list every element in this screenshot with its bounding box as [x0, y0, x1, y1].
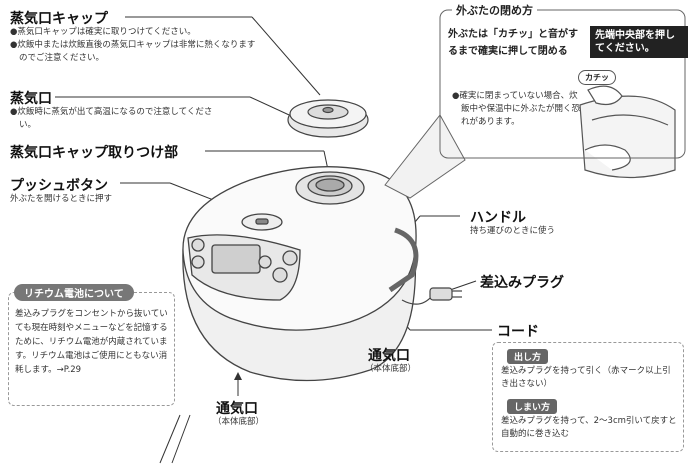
vent-bottom2-title: 通気口: [368, 348, 410, 364]
cord-title: コード: [497, 324, 539, 340]
steam-cap-note-1: ●蒸気口キャップは確実に取りつけてください。: [10, 27, 196, 37]
inset-frame: [439, 9, 686, 159]
cord-box: 出し方 差込みプラグを持って引く（赤マーク以上引き出さない） しまい方 差込みプ…: [492, 342, 684, 452]
lid-closing-instruction: 外ぶたは「カチッ」と音がするまで確実に押して閉める: [448, 29, 578, 57]
battery-title: リチウム電池について: [14, 284, 134, 301]
handle-desc: 持ち運びのときに使う: [470, 226, 556, 236]
lid-closing-warning-text: ●確実に閉まっていない場合、炊飯中や保温中に外ぶたが開く恐れがあります。: [452, 91, 581, 127]
push-button-desc: 外ぶたを開けるときに押す: [10, 194, 113, 204]
lid-closing-callout: 先端中央部を押してください。: [590, 26, 688, 58]
steam-vent-note: ●炊飯時に蒸気が出て高温になるので注意してください。: [10, 106, 225, 132]
cord-in-text: 差込みプラグを持って、2～3cm引いて戻すと自動的に巻き込む: [501, 416, 677, 439]
zoom-wedge: [384, 114, 466, 199]
cord-out-text: 差込みプラグを持って引く（赤マーク以上引き出さない）: [501, 366, 671, 389]
steam-vent-note-1: ●炊飯時に蒸気が出て高温になるので注意してください。: [10, 107, 213, 130]
lid-inset-illustration: [579, 85, 676, 179]
plug-title: 差込みプラグ: [480, 275, 564, 291]
steam-cap-note-2: ●炊飯中または炊飯直後の蒸気口キャップは非常に熱くなりますのでご注意ください。: [10, 40, 256, 63]
lid-closing-title: 外ぶたの閉め方: [452, 2, 537, 18]
vent-bottom2-sub: （本体底部）: [365, 364, 417, 374]
cord-in-label: しまい方: [507, 399, 558, 414]
vent-bottom1-title: 通気口: [216, 401, 258, 417]
cord-out-label: 出し方: [507, 349, 549, 364]
leader-plug: [449, 280, 477, 291]
battery-text: 差込みプラグをコンセントから抜いていても現在時刻やメニューなどを記憶するために、…: [15, 309, 168, 375]
push-button-title: プッシュボタン: [10, 178, 108, 194]
steam-cap-title: 蒸気口キャップ: [10, 11, 108, 27]
lid-closing-warning: ●確実に閉まっていない場合、炊飯中や保温中に外ぶたが開く恐れがあります。: [452, 90, 580, 129]
steam-cap-piece: [287, 99, 369, 138]
steam-cap-notes: ●蒸気口キャップは確実に取りつけてください。 ●炊飯中または炊飯直後の蒸気口キャ…: [10, 26, 260, 65]
click-sound-label: カチッ: [578, 70, 616, 85]
cap-mount-title: 蒸気口キャップ取りつけ部: [10, 145, 179, 161]
steam-vent-title: 蒸気口: [10, 91, 52, 107]
plug-and-cord: [401, 287, 462, 305]
handle-title: ハンドル: [470, 210, 526, 226]
vent-bottom1-sub: （本体底部）: [213, 417, 265, 427]
cooker-body: [182, 166, 419, 382]
battery-box: 差込みプラグをコンセントから抜いていても現在時刻やメニューなどを記憶するために、…: [8, 292, 175, 406]
